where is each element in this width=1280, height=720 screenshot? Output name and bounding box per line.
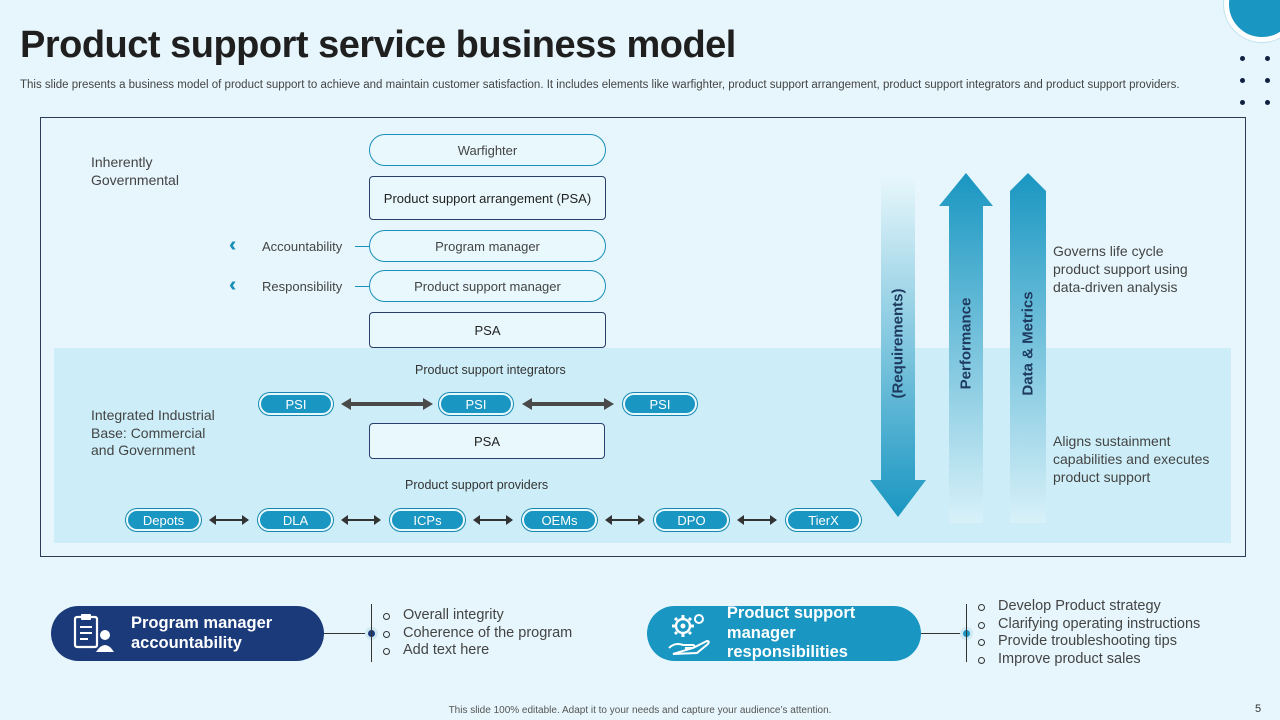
provider-dla: DLA [258, 509, 333, 531]
psi-node: PSI [439, 393, 513, 415]
double-arrow-icon [522, 398, 614, 410]
list-item: Overall integrity [381, 607, 572, 625]
product-support-manager-card: Product support manager responsibilities [647, 604, 921, 661]
gears-hand-icon [668, 613, 710, 655]
provider-oems: OEMs [522, 509, 597, 531]
page-title: Product support service business model [20, 24, 736, 66]
performance-label: Performance [957, 297, 975, 390]
card-connector [921, 633, 967, 634]
data-metrics-label: Data & Metrics [1019, 291, 1037, 396]
accountability-connector [355, 246, 369, 247]
double-arrow-icon [209, 515, 249, 525]
corner-decoration [1224, 0, 1280, 42]
program-manager-card: Program manager accountability [51, 606, 324, 661]
list-item: Provide troubleshooting tips [976, 633, 1200, 651]
performance-up-arrow [939, 173, 993, 523]
governmental-label: Inherently Governmental [91, 154, 179, 189]
product-support-manager-bullets: Develop Product strategy Clarifying oper… [976, 598, 1200, 668]
footer-note: This slide 100% editable. Adapt it to yo… [448, 705, 832, 716]
list-item: Improve product sales [976, 651, 1200, 669]
provider-icps: ICPs [390, 509, 465, 531]
responsibility-connector [355, 286, 369, 287]
double-arrow-icon [341, 515, 381, 525]
governs-text: Governs life cycle product support using… [1053, 243, 1188, 295]
list-item: Coherence of the program [381, 625, 572, 643]
program-manager-node: Program manager [369, 230, 606, 262]
bullet-divider [371, 604, 372, 662]
provider-tierx: TierX [786, 509, 861, 531]
card-connector [324, 633, 372, 634]
psa-node: PSA [369, 312, 606, 348]
double-arrow-icon [473, 515, 513, 525]
double-arrow-icon [341, 398, 433, 410]
double-chevron-left-icon: ‹‹ [229, 234, 238, 256]
requirements-label: (Requirements) [889, 288, 907, 399]
provider-dpo: DPO [654, 509, 729, 531]
list-item: Add text here [381, 642, 572, 660]
list-item: Develop Product strategy [976, 598, 1200, 616]
double-chevron-left-icon: ‹‹ [229, 274, 238, 296]
data-metrics-up-arrow [1010, 173, 1046, 523]
psi-node: PSI [259, 393, 333, 415]
responsibility-label: Responsibility [262, 279, 343, 294]
industrial-base-label: Integrated Industrial Base: Commercial a… [91, 407, 215, 458]
accountability-label: Accountability [262, 239, 343, 254]
product-support-manager-node: Product support manager [369, 270, 606, 302]
page-number: 5 [1255, 703, 1262, 715]
integrators-psa-node: PSA [369, 423, 605, 459]
double-arrow-icon [737, 515, 777, 525]
requirements-down-arrow [870, 175, 926, 517]
psi-node: PSI [623, 393, 697, 415]
integrators-label: Product support integrators [415, 363, 566, 377]
list-item: Clarifying operating instructions [976, 616, 1200, 634]
psa-arrangement-node: Product support arrangement (PSA) [369, 176, 606, 220]
double-arrow-icon [605, 515, 645, 525]
clipboard-team-icon [73, 613, 114, 652]
warfighter-node: Warfighter [369, 134, 606, 166]
diagram-frame [40, 117, 1246, 557]
aligns-text: Aligns sustainment capabilities and exec… [1053, 433, 1210, 485]
page-subtitle: This slide presents a business model of … [20, 79, 1180, 91]
providers-label: Product support providers [405, 478, 549, 492]
bullet-divider [966, 604, 967, 662]
program-manager-bullets: Overall integrity Coherence of the progr… [381, 607, 572, 660]
provider-depots: Depots [126, 509, 201, 531]
